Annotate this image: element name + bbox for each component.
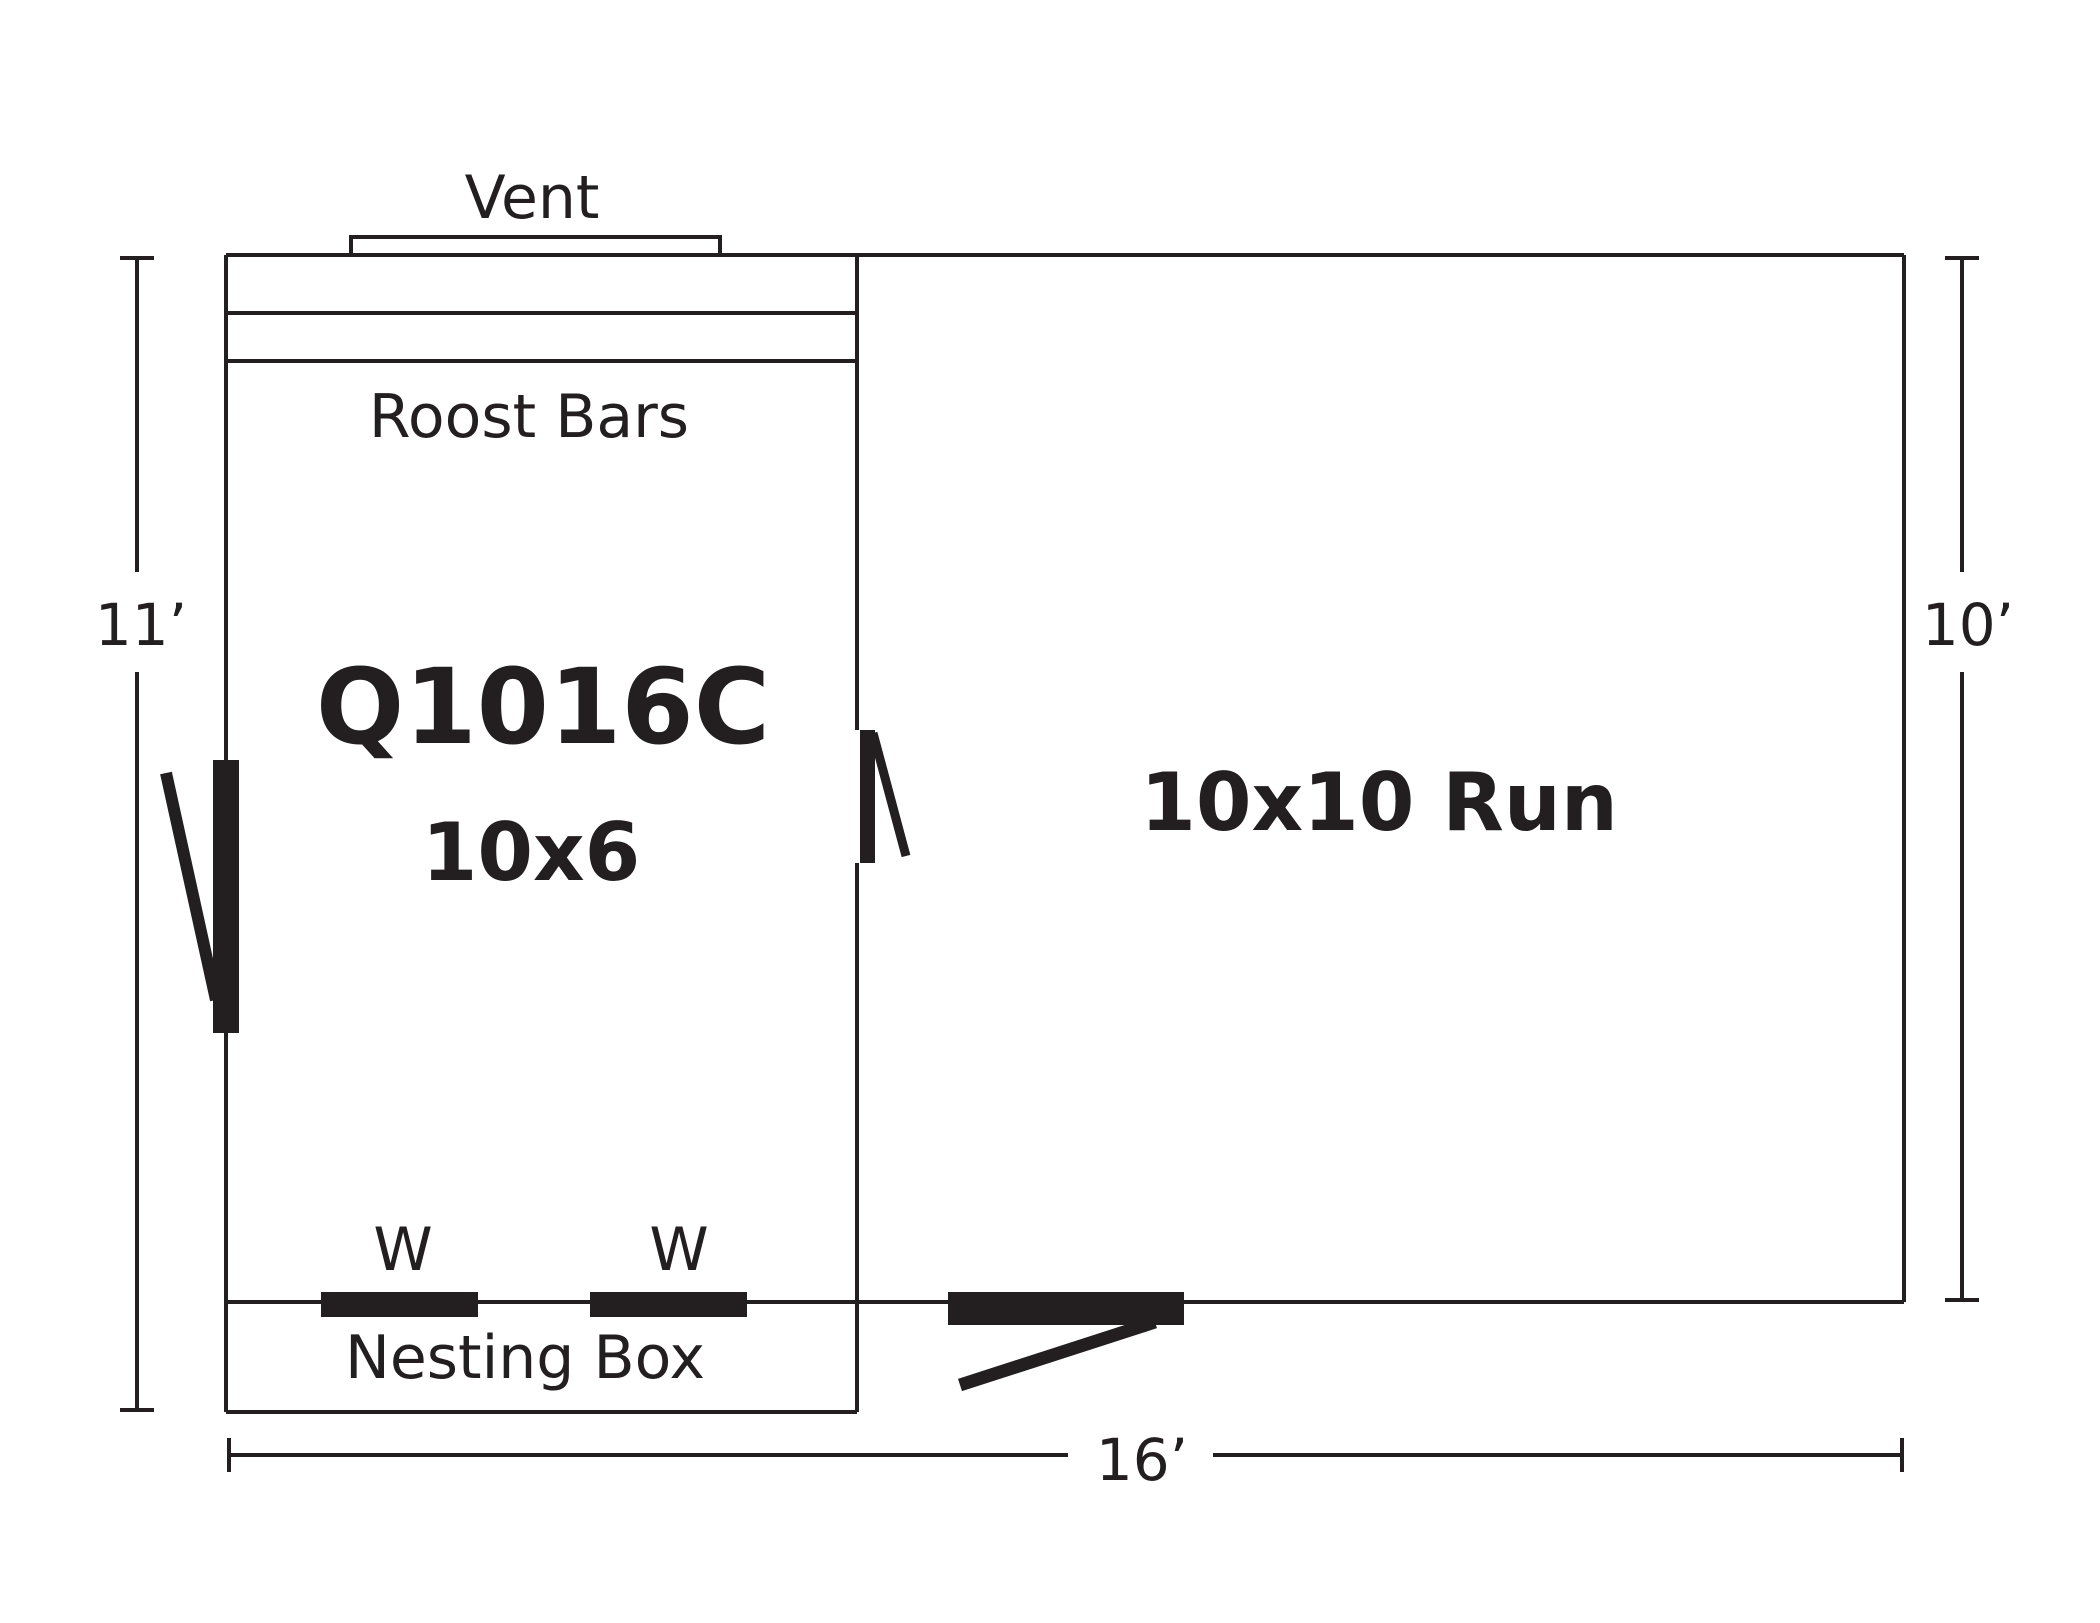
window-right [590, 1292, 747, 1317]
run-label: 10x10 Run [1140, 756, 1618, 849]
right-dimension-label: 10’ [1922, 591, 2014, 659]
window-left-label: W [373, 1215, 432, 1285]
divider-door-swing [868, 731, 911, 858]
run-door-swing [958, 1315, 1157, 1392]
left-dimension-label: 11’ [95, 591, 187, 659]
roost-bars-label: Roost Bars [369, 382, 689, 452]
vent-label: Vent [465, 163, 600, 233]
coop-side-door-swing [160, 771, 222, 1002]
model-label: Q1016C [316, 646, 770, 768]
vent-shape [349, 235, 722, 257]
window-left [321, 1292, 478, 1317]
divider-door [860, 730, 875, 863]
window-right-label: W [649, 1215, 708, 1285]
nesting-box-label: Nesting Box [345, 1323, 705, 1393]
coop-size-label: 10x6 [422, 806, 641, 899]
bottom-dimension-label: 16’ [1096, 1426, 1188, 1494]
